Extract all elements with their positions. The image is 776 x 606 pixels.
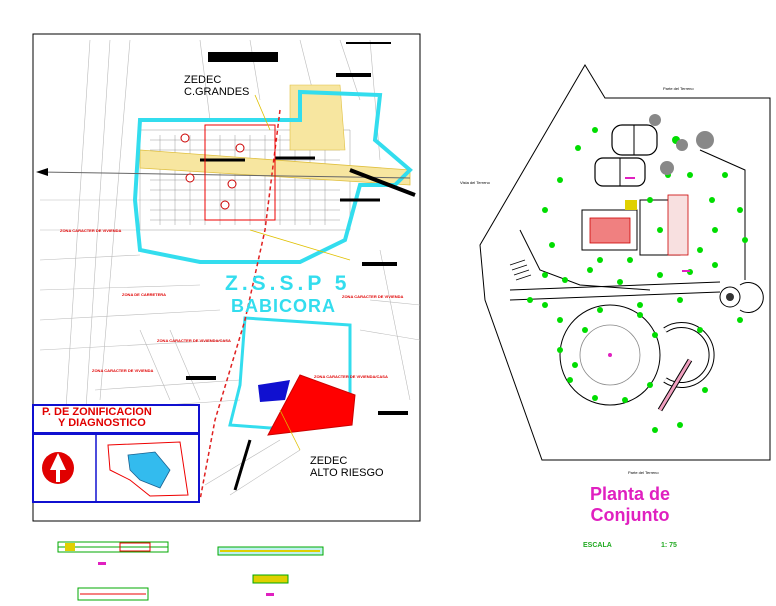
- circular-plaza: [559, 304, 661, 406]
- escala-label: ESCALA: [583, 542, 612, 549]
- center-outline: [204, 124, 276, 221]
- plan-title: P. DE ZONIFICACION Y DIAGNOSTICO: [42, 406, 152, 429]
- trees: [527, 127, 748, 433]
- main-road: [199, 109, 281, 501]
- elevation-thumbs: [57, 541, 324, 601]
- locator-region: [127, 451, 171, 489]
- escala-value: 1: 75: [661, 542, 677, 549]
- bottom-terrain-label: Parte del Terreno: [628, 470, 659, 475]
- left-terrain-label: Vista del Terreno: [460, 180, 490, 185]
- alto-riesgo-zone: [267, 374, 356, 436]
- road-label-3: ZONA CARACTER DE VIVIENDA: [92, 368, 154, 373]
- highway-line: [39, 171, 411, 179]
- zssp-boundary: [132, 89, 413, 264]
- top-terrain-label: Parte del Terreno: [663, 86, 694, 91]
- road-label-5: ZONA CARACTER DE VIVIENDA: [60, 228, 122, 233]
- alto-riesgo-boundary: [228, 316, 352, 430]
- site-roads: [509, 149, 764, 313]
- site-boundary: [479, 64, 771, 461]
- road-label-4: ZONA CARACTER DE VIVIENDA/CASA: [157, 338, 231, 343]
- zssp-title: Z.S.S.P 5: [225, 272, 351, 295]
- plan-title-box: [32, 404, 200, 434]
- zedec-cgrandes-label: ZEDEC C.GRANDES: [184, 74, 250, 98]
- hatched-north: [289, 84, 346, 151]
- large-trees: [649, 114, 714, 175]
- zedec-alto-riesgo-label: ZEDEC ALTO RIESGO: [310, 455, 384, 479]
- plan-conjunto-title: Planta de Conjunto: [590, 484, 671, 525]
- babicora-label: BABICORA: [231, 296, 336, 316]
- road-label-2: ZONA CARACTER DE VIVIENDA: [342, 294, 404, 299]
- road-label-1: ZONA DE CARRETERA: [122, 292, 167, 297]
- arrow-west-icon: [36, 168, 48, 176]
- ramp: [509, 259, 532, 281]
- road-label-6: ZONA CARACTER DE VIVIENDA/CASA: [314, 374, 388, 379]
- blue-zone: [258, 380, 290, 402]
